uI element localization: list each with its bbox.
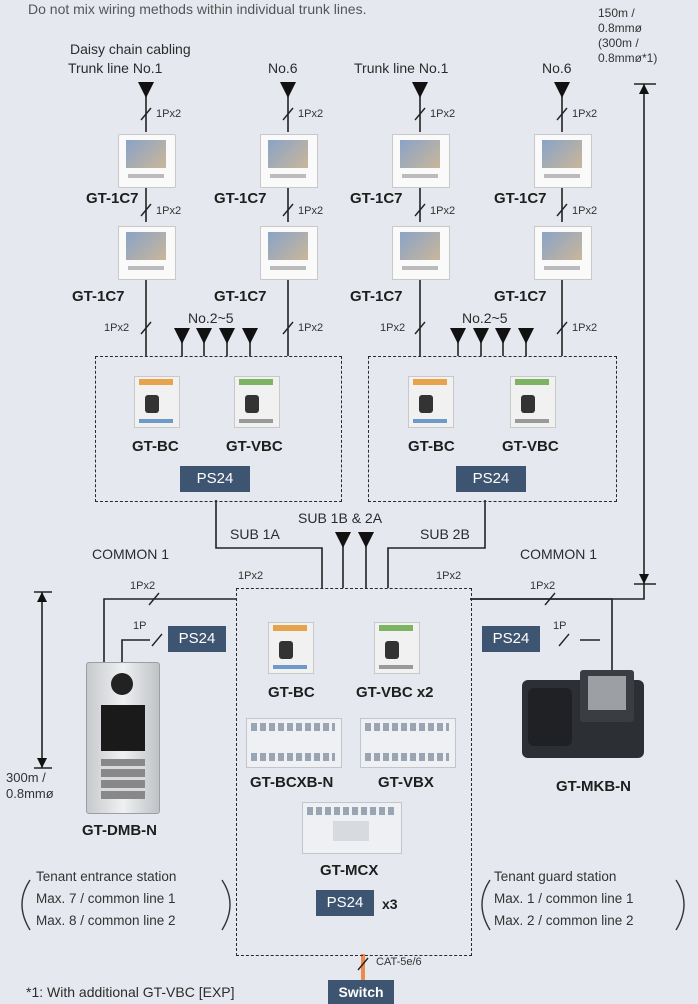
gt-vbc-unit-icon (510, 376, 556, 428)
gt-bc-label: GT-BC (408, 438, 455, 455)
gt-1c7-label: GT-1C7 (86, 190, 139, 207)
ps24-badge: PS24 (180, 466, 250, 492)
gt-1c7-unit-icon (392, 134, 450, 188)
gt-mcx-label: GT-MCX (320, 862, 379, 879)
gt-mcx-unit-icon (302, 802, 402, 854)
gt-bcxb-n-label: GT-BCXB-N (250, 774, 334, 791)
bus-control-group-left (95, 356, 342, 502)
trunk-line-label-1: Trunk line No.1 (68, 60, 163, 76)
central-equipment-group (236, 588, 472, 956)
common-1-left-label: COMMON 1 (92, 546, 169, 562)
distance-label-left: 300m / 0.8mmø (6, 770, 54, 801)
gt-vbx-label: GT-VBX (378, 774, 434, 791)
cable-label: 1Px2 (298, 205, 324, 217)
gt-vbc-unit-icon (234, 376, 280, 428)
trunk-line-label-6b: No.6 (542, 60, 572, 76)
gt-1c7-unit-icon (118, 226, 176, 280)
ps24-badge: PS24 (316, 890, 374, 916)
gt-1c7-label: GT-1C7 (72, 288, 125, 305)
cable-label: 1Px2 (156, 108, 182, 120)
gt-1c7-unit-icon (118, 134, 176, 188)
gt-1c7-unit-icon (534, 134, 592, 188)
gt-vbc-unit-icon (374, 622, 420, 674)
gt-1c7-label: GT-1C7 (214, 190, 267, 207)
trunk-line-label-6: No.6 (268, 60, 298, 76)
sub-1a-label: SUB 1A (230, 526, 280, 542)
gt-dmb-n-label: GT-DMB-N (82, 822, 157, 839)
trunk-range-label: No.2~5 (188, 310, 234, 326)
tenant-guard-info: Tenant guard station Max. 1 / common lin… (494, 869, 634, 928)
gt-bc-label: GT-BC (268, 684, 315, 701)
cat-cable-label: CAT-5e/6 (376, 956, 422, 968)
cable-label: 1Px2 (380, 322, 406, 334)
gt-1c7-unit-icon (260, 134, 318, 188)
cable-label: 1P (133, 620, 147, 632)
gt-1c7-label: GT-1C7 (350, 288, 403, 305)
cable-label: 1Px2 (130, 580, 156, 592)
gt-vbc-label: GT-VBC (502, 438, 559, 455)
ps24-badge: PS24 (168, 626, 226, 652)
gt-1c7-label: GT-1C7 (214, 288, 267, 305)
gt-vbc-label: GT-VBC (226, 438, 283, 455)
entrance-station-panel-icon (86, 662, 160, 814)
ps24-badge: PS24 (482, 626, 540, 652)
gt-1c7-unit-icon (534, 226, 592, 280)
cable-label: 1Px2 (238, 570, 264, 582)
gt-bcxb-n-unit-icon (246, 718, 342, 768)
cable-label: 1Px2 (430, 205, 456, 217)
gt-1c7-label: GT-1C7 (494, 190, 547, 207)
cable-label: 1Px2 (530, 580, 556, 592)
switch-badge: Switch (328, 980, 394, 1004)
cable-label: 1Px2 (156, 205, 182, 217)
gt-1c7-unit-icon (260, 226, 318, 280)
wiring-note: Do not mix wiring methods within individ… (28, 1, 367, 17)
gt-bc-label: GT-BC (132, 438, 179, 455)
cable-label: 1Px2 (436, 570, 462, 582)
sub-1b-2a-label: SUB 1B & 2A (298, 510, 383, 526)
bus-control-group-right (368, 356, 617, 502)
gt-bc-unit-icon (408, 376, 454, 428)
trunk-line-label-1b: Trunk line No.1 (354, 60, 449, 76)
cable-label: 1Px2 (572, 205, 598, 217)
trunk-range-label: No.2~5 (462, 310, 508, 326)
ps24-badge: PS24 (456, 466, 526, 492)
cable-label: 1Px2 (104, 322, 130, 334)
cable-label: 1Px2 (572, 322, 598, 334)
guard-station-console-icon (518, 668, 648, 764)
gt-bc-unit-icon (134, 376, 180, 428)
cable-label: 1Px2 (298, 322, 324, 334)
tenant-entrance-info: Tenant entrance station Max. 7 / common … (36, 869, 177, 928)
gt-bc-unit-icon (268, 622, 314, 674)
cable-label: 1Px2 (430, 108, 456, 120)
common-1-right-label: COMMON 1 (520, 546, 597, 562)
daisy-chain-label: Daisy chain cabling (70, 41, 191, 57)
cable-label: 1Px2 (298, 108, 324, 120)
ps24-quantity-label: x3 (382, 896, 398, 912)
cable-label: 1P (553, 620, 567, 632)
gt-vbx-unit-icon (360, 718, 456, 768)
gt-1c7-label: GT-1C7 (494, 288, 547, 305)
cable-label: 1Px2 (572, 108, 598, 120)
distance-label-top: 150m / 0.8mmø (300m / 0.8mmø*1) (598, 6, 658, 65)
gt-vbc-x2-label: GT-VBC x2 (356, 684, 434, 701)
gt-mkb-n-label: GT-MKB-N (556, 778, 631, 795)
footnote: *1: With additional GT-VBC [EXP] (26, 984, 235, 1000)
gt-1c7-unit-icon (392, 226, 450, 280)
sub-2b-label: SUB 2B (420, 526, 470, 542)
gt-1c7-label: GT-1C7 (350, 190, 403, 207)
